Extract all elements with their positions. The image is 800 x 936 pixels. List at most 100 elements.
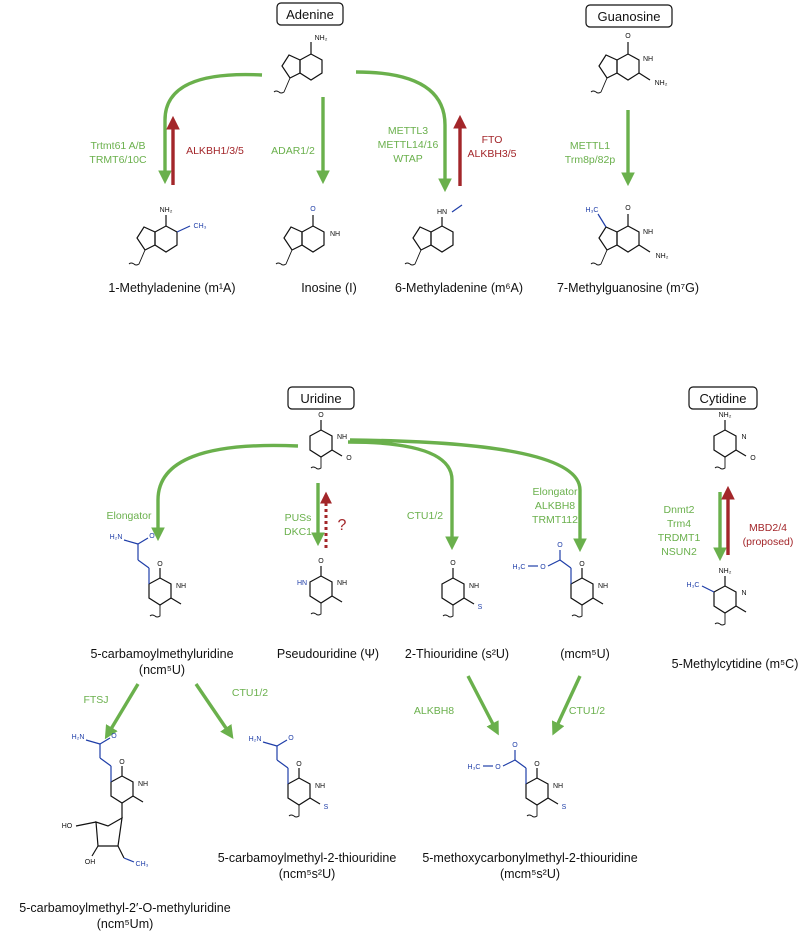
enz-m7g-1: METTL1 — [570, 140, 610, 152]
enz-ncm5u: Elongator — [107, 510, 152, 522]
mcm5s2u-s: S — [562, 804, 567, 811]
guanosine-nh: NH — [643, 56, 653, 63]
m5c-structure: NH₂ N H₃C — [687, 568, 747, 626]
uridine-structure: O NH O — [309, 412, 352, 470]
mcm5u-o: O — [557, 542, 563, 549]
s2u-s: S — [478, 604, 483, 611]
guanosine-title: Guanosine — [598, 9, 661, 24]
ncm5s2u-nh: NH — [315, 783, 325, 790]
m1a-nh2: NH₂ — [160, 207, 173, 214]
ncm5u-structure: H₂N O O NH — [110, 533, 186, 618]
label-ncm5um-2: (ncm⁵Um) — [97, 917, 154, 931]
ncm5um-nh: NH — [138, 781, 148, 788]
psi-o: O — [318, 558, 324, 565]
ncm5um-h2n: H₂N — [72, 734, 85, 741]
ncm5um-o: O — [111, 733, 117, 740]
mcm5u-o3: O — [579, 561, 585, 568]
inosine-o: O — [310, 206, 316, 213]
ncm5s2u-o2: O — [296, 761, 302, 768]
ncm5s2u-o: O — [288, 735, 294, 742]
ncm5um-ch3: CH₃ — [136, 861, 149, 868]
m7g-nh2: NH₂ — [656, 253, 669, 260]
label-mcm5s2u-2: (mcm⁵s²U) — [500, 867, 560, 881]
arrow-uridine-to-mcm5u — [349, 438, 587, 553]
enz-inosine: ADAR1/2 — [271, 145, 315, 157]
uridine-nh: NH — [337, 434, 347, 441]
label-ncm5um-1: 5-carbamoylmethyl-2′-O-methyluridine — [19, 901, 230, 915]
enz-m7g-2: Trm8p/82p — [565, 154, 616, 166]
psi-structure: O NH HN — [297, 558, 347, 616]
ncm5u-nh: NH — [176, 583, 186, 590]
mcm5u-structure: O O H₃C O NH — [513, 542, 608, 618]
adenine-box: Adenine — [276, 2, 344, 26]
label-s2u: 2-Thiouridine (s²U) — [405, 647, 509, 661]
label-ncm5u-2: (ncm⁵U) — [139, 663, 185, 677]
label-m1a: 1-Methyladenine (m¹A) — [108, 281, 235, 295]
ncm5u-h2n: H₂N — [110, 534, 123, 541]
mcm5s2u-structure: O O H₃C O NH S — [468, 742, 567, 818]
enz-mcm5u-2: ALKBH8 — [535, 500, 575, 512]
enz-m5c-fwd-3: TRDMT1 — [658, 532, 701, 544]
arrow-mcm5u-to-mcm5s2u — [551, 675, 582, 736]
mcm5s2u-h3c: H₃C — [468, 764, 481, 771]
ncm5um-ho: HO — [62, 823, 73, 830]
m6a-structure: HN — [404, 204, 463, 266]
m7g-o: O — [625, 205, 631, 212]
ncm5s2u-h2n: H₂N — [249, 736, 262, 743]
enz-ncm5um: FTSJ — [83, 694, 108, 706]
enz-ctu: CTU1/2 — [569, 705, 605, 717]
mcm5u-nh: NH — [598, 583, 608, 590]
label-m5c: 5-Methylcytidine (m⁵C) — [672, 657, 799, 671]
guanosine-structure: O NH NH₂ — [590, 33, 668, 94]
ncm5s2u-s: S — [324, 804, 329, 811]
mcm5s2u-nh: NH — [553, 783, 563, 790]
label-m6a: 6-Methyladenine (m⁶A) — [395, 281, 523, 295]
enz-m6a-rev-1: FTO — [482, 134, 503, 146]
uridine-box: Uridine — [287, 386, 355, 410]
ncm5um-structure: H₂N O O NH HO OH CH₃ — [62, 733, 149, 868]
m1a-structure: NH₂ CH₃ — [128, 207, 207, 266]
m7g-h3c: H₃C — [586, 207, 599, 214]
uridine-o: O — [318, 412, 324, 419]
mcm5s2u-o: O — [512, 742, 518, 749]
cytidine-structure: NH₂ N O — [713, 412, 756, 470]
enz-s2u: CTU1/2 — [407, 510, 443, 522]
m7g-nh: NH — [643, 229, 653, 236]
adenine-nh2: NH₂ — [315, 35, 328, 42]
cytidine-title: Cytidine — [700, 391, 747, 406]
adenine-structure: NH₂ — [273, 35, 328, 94]
cytidine-n: N — [741, 434, 746, 441]
enz-m1a-fwd-1: Trtmt61 A/B — [90, 140, 145, 152]
enz-psi-1: PUSs — [285, 512, 312, 524]
psi-nh: NH — [337, 580, 347, 587]
arrow-uridine-to-s2u — [347, 440, 459, 551]
label-psi: Pseudouridine (Ψ) — [277, 647, 379, 661]
arrow-uridine-to-ncm5u — [151, 443, 299, 542]
s2u-structure: O NH S — [441, 560, 483, 618]
s2u-nh: NH — [469, 583, 479, 590]
enz-m6a-fwd-2: METTL14/16 — [378, 139, 439, 151]
ncm5um-o2: O — [119, 759, 125, 766]
m5c-h3c: H₃C — [687, 582, 700, 589]
psi-hn: HN — [297, 580, 307, 587]
s2u-o: O — [450, 560, 456, 567]
uridine-o2: O — [346, 455, 352, 462]
arrow-adenine-to-m1a — [158, 72, 263, 185]
m5c-nh2: NH₂ — [719, 568, 732, 575]
m5c-n: N — [741, 590, 746, 597]
enz-m5c-fwd-4: NSUN2 — [661, 546, 697, 558]
ncm5um-oh: OH — [85, 859, 96, 866]
ncm5u-o: O — [149, 533, 155, 540]
guanosine-box: Guanosine — [585, 4, 673, 28]
enz-m1a-fwd-2: TRMT6/10C — [89, 154, 147, 166]
label-ncm5s2u-1: 5-carbamoylmethyl-2-thiouridine — [218, 851, 397, 865]
m1a-ch3: CH₃ — [194, 223, 207, 230]
label-inosine: Inosine (I) — [301, 281, 357, 295]
label-mcm5u: (mcm⁵U) — [560, 647, 610, 661]
enz-m5c-rev-1: MBD2/4 — [749, 522, 787, 534]
arrow-ncm5u-to-ncm5um — [104, 683, 140, 740]
question-mark: ? — [338, 517, 347, 534]
guanosine-nh2: NH₂ — [655, 80, 668, 87]
m6a-nh: HN — [437, 209, 447, 216]
